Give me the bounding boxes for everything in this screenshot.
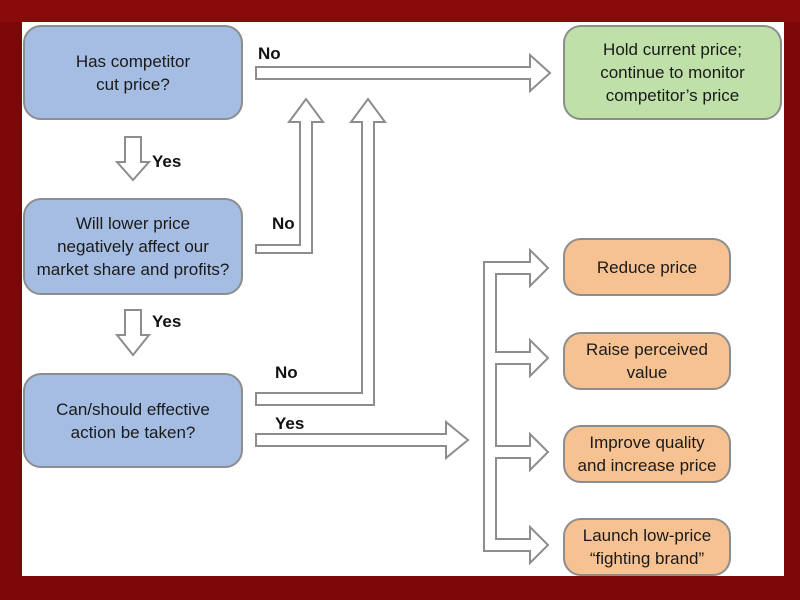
arrow-no-q3-up <box>255 97 387 406</box>
action-fighting-brand: Launch low-price “fighting brand” <box>563 518 731 576</box>
label-yes-q1: Yes <box>152 152 182 171</box>
action-raise-perceived-value: Raise perceived value <box>563 332 731 390</box>
decision-effective-action: Can/should effective action be taken? <box>23 373 243 468</box>
decision-lower-price-impact: Will lower price negatively affect our m… <box>23 198 243 295</box>
label-yes-q2: Yes <box>152 312 182 331</box>
arrow-yes-q2-q3 <box>114 309 152 357</box>
arrow-no-q2-up <box>255 97 325 254</box>
action-improve-quality: Improve quality and increase price <box>563 425 731 483</box>
arrow-yes-q1-q2 <box>114 136 152 182</box>
action-bracket <box>483 247 550 566</box>
label-no-q3: No <box>275 363 298 382</box>
action-reduce-price: Reduce price <box>563 238 731 296</box>
label-yes-q3: Yes <box>275 414 305 433</box>
decision-competitor-cut-price: Has competitor cut price? <box>23 25 243 120</box>
arrow-yes-q3-actions <box>255 419 470 461</box>
outcome-hold-price: Hold current price; continue to monitor … <box>563 25 782 120</box>
label-no-q1: No <box>258 44 281 63</box>
label-no-q2: No <box>272 214 295 233</box>
arrow-no-to-hold <box>255 52 552 94</box>
slide-top-band <box>0 0 800 22</box>
